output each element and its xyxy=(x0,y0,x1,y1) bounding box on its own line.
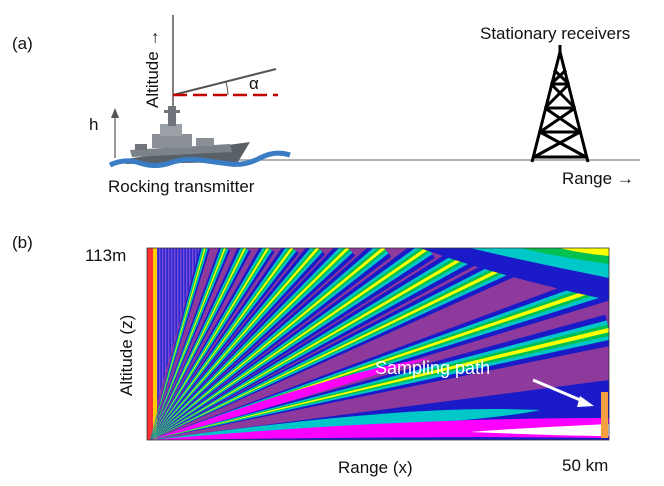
plot-frame xyxy=(146,247,610,441)
sampling-path-label: Sampling path xyxy=(375,358,491,378)
lobe-layer xyxy=(150,248,350,440)
lobe-layer xyxy=(150,248,275,440)
x-axis-label: Range (x) xyxy=(338,458,413,477)
top-altitude-label: 113m xyxy=(85,246,127,265)
near-field-fringes xyxy=(147,248,200,440)
lobe-layer xyxy=(150,248,227,440)
lobe-layer xyxy=(150,248,321,440)
tower-icon xyxy=(530,45,590,163)
lobe-layer xyxy=(150,248,271,440)
lobe-layer xyxy=(150,314,609,440)
lobe-layer xyxy=(150,248,229,440)
alpha-arc xyxy=(225,81,229,96)
lobe-layer xyxy=(150,279,609,440)
range-end-label: 50 km xyxy=(562,456,609,475)
interference-lobes xyxy=(150,248,609,440)
h-label: h xyxy=(89,115,99,134)
lobe-layer xyxy=(150,248,386,440)
lobe-layer xyxy=(150,248,320,440)
alpha-label: α xyxy=(249,74,259,93)
upper-magenta-lobe xyxy=(150,358,432,440)
lobe-layer xyxy=(150,248,231,440)
lobe-layer xyxy=(150,270,609,440)
ship-icon xyxy=(118,106,250,164)
lobe-layer xyxy=(150,248,273,440)
lobe-layer xyxy=(150,327,609,440)
lobe-layer xyxy=(150,248,351,440)
lobe-layer xyxy=(150,248,206,440)
lobe-layer xyxy=(150,248,226,440)
lobe-layer xyxy=(150,248,207,440)
lower-magenta-band xyxy=(150,418,609,440)
lobe-layer xyxy=(150,248,246,440)
surface-white-band xyxy=(470,424,609,436)
lobe-layer xyxy=(150,324,609,440)
lobe-layer xyxy=(150,276,609,440)
lobe-layer xyxy=(150,248,269,440)
lobe-layer xyxy=(150,248,387,440)
lobe-layer xyxy=(150,248,546,440)
range-label: Range → xyxy=(562,169,634,188)
lobe-layer xyxy=(150,248,299,440)
h-arrow-head xyxy=(111,108,119,118)
lobe-layer xyxy=(150,248,295,440)
sampling-arrow xyxy=(532,378,586,404)
lobe-layer xyxy=(150,248,210,440)
lobe-layer xyxy=(150,248,429,440)
lobe-layer xyxy=(150,248,481,440)
lobe-layer xyxy=(150,248,293,440)
transmitter-label: Rocking transmitter xyxy=(108,177,255,196)
lobe-layer xyxy=(150,248,297,440)
receivers-label: Stationary receivers xyxy=(480,24,631,43)
water-wave-icon xyxy=(108,150,291,168)
lobe-layer xyxy=(150,248,248,440)
lobe-layer xyxy=(150,248,252,440)
tilt-line xyxy=(172,68,277,96)
lobe-layer xyxy=(150,320,609,440)
lobe-layer xyxy=(150,248,208,440)
panel-a-label: (a) xyxy=(12,34,33,53)
sampling-arrow-head xyxy=(577,396,594,407)
panel-b-label: (b) xyxy=(12,233,33,252)
lobe-layer xyxy=(150,248,249,440)
sampling-path xyxy=(601,392,608,438)
